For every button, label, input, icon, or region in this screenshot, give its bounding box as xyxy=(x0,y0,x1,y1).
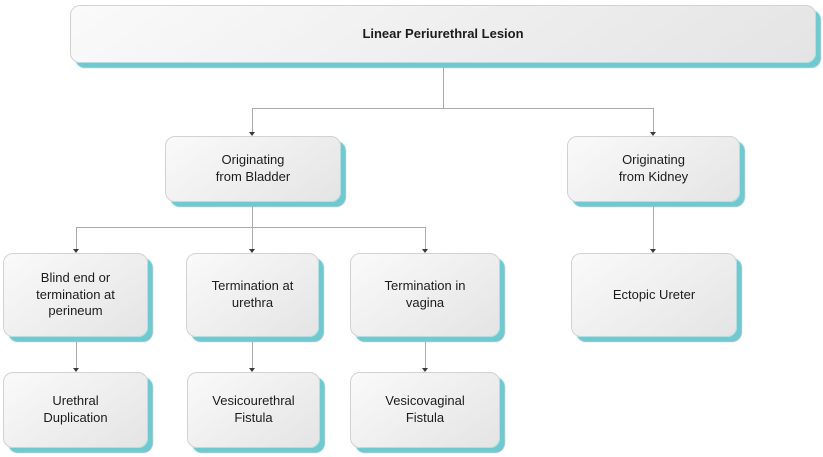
node-termination-in-vagina: Termination in vagina xyxy=(350,253,500,337)
node-label: Vesicovaginal Fistula xyxy=(385,393,465,425)
node-label: Vesicourethral Fistula xyxy=(212,393,295,425)
node-label: Urethral Duplication xyxy=(43,393,108,425)
node-label: Termination at urethra xyxy=(211,278,294,310)
arrowhead-icon xyxy=(249,249,255,253)
arrowhead-icon xyxy=(73,368,79,372)
node-originating-from-kidney: Originating from Kidney xyxy=(567,136,740,202)
arrowhead-icon xyxy=(249,368,255,372)
arrowhead-icon xyxy=(650,249,656,253)
node-label: Blind end or termination at perineum xyxy=(36,269,115,319)
node-label: Ectopic Ureter xyxy=(612,286,696,302)
connector-level3-crossbar xyxy=(76,227,426,228)
node-linear-periurethral-lesion: Linear Periurethral Lesion xyxy=(70,5,816,63)
arrowhead-icon xyxy=(422,368,428,372)
connector-to-vesicovaginal-fistula xyxy=(425,342,426,371)
node-label: Linear Periurethral Lesion xyxy=(362,25,524,41)
connector-to-bladder xyxy=(252,108,253,135)
connector-kidney-to-ectopic xyxy=(653,206,654,252)
node-label: Termination in vagina xyxy=(384,278,466,310)
node-urethral-duplication: Urethral Duplication xyxy=(3,372,148,448)
node-vesicovaginal-fistula: Vesicovaginal Fistula xyxy=(350,372,500,448)
node-termination-at-urethra: Termination at urethra xyxy=(186,253,319,337)
node-originating-from-bladder: Originating from Bladder xyxy=(165,136,341,202)
connector-level2-crossbar xyxy=(252,108,654,109)
arrowhead-icon xyxy=(650,132,656,136)
arrowhead-icon xyxy=(73,249,79,253)
connector-to-termination-urethra xyxy=(252,227,253,252)
connector-to-urethral-duplication xyxy=(76,342,77,371)
connector-bladder-stem xyxy=(252,206,253,227)
node-blind-end-or-termination-at-perineum: Blind end or termination at perineum xyxy=(3,253,148,337)
arrowhead-icon xyxy=(249,132,255,136)
connector-to-kidney xyxy=(653,108,654,135)
node-ectopic-ureter: Ectopic Ureter xyxy=(571,253,737,337)
node-label: Originating from Bladder xyxy=(215,152,291,184)
connector-to-vesicourethral-fistula xyxy=(252,342,253,371)
connector-root-stem xyxy=(443,63,444,109)
connector-to-termination-vagina xyxy=(425,227,426,252)
node-vesicourethral-fistula: Vesicourethral Fistula xyxy=(187,372,320,448)
connector-to-blind-end xyxy=(76,227,77,252)
arrowhead-icon xyxy=(422,249,428,253)
node-label: Originating from Kidney xyxy=(618,152,689,184)
